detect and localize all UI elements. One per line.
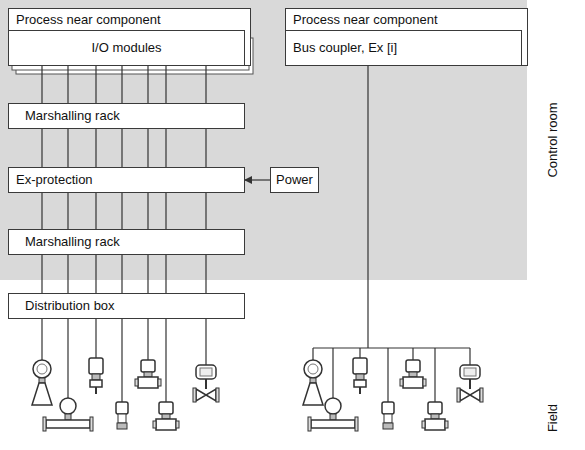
connector-line [95, 66, 96, 103]
connector-line [205, 255, 206, 293]
connector-line [121, 193, 122, 229]
drawing-part [387, 348, 388, 402]
connector-line [165, 66, 166, 103]
drawing-part [165, 319, 166, 402]
box-label: Distribution box [9, 298, 115, 314]
box-label: Bus coupler, Ex [i] [286, 40, 397, 56]
drawing-part [147, 319, 148, 360]
flowmeter [43, 398, 93, 431]
control-valve [457, 365, 483, 402]
process-box: Distribution box [8, 293, 245, 319]
flowmeter [308, 398, 358, 431]
drawing-part [367, 66, 368, 348]
connector-line [67, 129, 68, 167]
drawing-part [332, 348, 333, 398]
dp-transmitter [400, 360, 426, 388]
drawing-part [67, 319, 68, 398]
connector-line [165, 129, 166, 167]
process-box: Bus coupler, Ex [i] [285, 30, 522, 66]
drawing-part [313, 347, 470, 348]
process-box: Marshalling rack [8, 103, 245, 129]
connector-line [205, 129, 206, 167]
dp-transmitter [153, 402, 179, 430]
drawing-part [359, 348, 360, 358]
connector-line [205, 66, 206, 103]
connector-line [95, 193, 96, 229]
connector-line [147, 193, 148, 229]
drawing-part [469, 348, 470, 365]
connector-line [67, 255, 68, 293]
connector-line [67, 66, 68, 103]
connector-line [245, 179, 270, 180]
control-valve [193, 365, 219, 402]
connector-line [41, 255, 42, 293]
process-box: I/O modules [8, 30, 245, 66]
box-label: Process near component [286, 9, 527, 28]
radar-transmitter [303, 360, 323, 405]
pressure-transmitter [382, 402, 394, 429]
pressure-transmitter [116, 402, 128, 429]
connector-line [41, 193, 42, 229]
dp-transmitter [135, 360, 161, 388]
connector-line [147, 66, 148, 103]
process-box: Marshalling rack [8, 229, 245, 255]
component-box: Process near componentBus coupler, Ex [i… [285, 8, 528, 66]
box-label: Power [276, 172, 313, 188]
drawing-part [205, 319, 206, 365]
connector-line [95, 129, 96, 167]
drawing-part [434, 348, 435, 402]
drawing-part [41, 319, 42, 360]
level-probe [353, 358, 367, 394]
box-label: Marshalling rack [9, 108, 120, 124]
connector-line [95, 255, 96, 293]
connector-line [121, 66, 122, 103]
drawing-part [412, 348, 413, 360]
connector-line [121, 129, 122, 167]
connector-line [41, 66, 42, 103]
connector-line [147, 255, 148, 293]
area-label: Control room [545, 102, 560, 177]
box-label: Process near component [9, 9, 250, 28]
drawing-part [95, 319, 96, 358]
box-label: Marshalling rack [9, 234, 120, 250]
connector-line [41, 129, 42, 167]
connector-line [147, 129, 148, 167]
dp-transmitter [422, 402, 448, 430]
connector-line [121, 255, 122, 293]
drawing-part [121, 319, 122, 402]
drawing-part [312, 348, 313, 360]
connector-line [165, 255, 166, 293]
process-box: Ex-protection [8, 167, 245, 193]
radar-transmitter [32, 360, 52, 405]
area-label: Field [545, 404, 560, 432]
connector-line [205, 193, 206, 229]
box-label: Ex-protection [9, 172, 93, 188]
connector-line [165, 193, 166, 229]
control-room-area [0, 0, 527, 280]
connector-line [67, 193, 68, 229]
box-label: I/O modules [91, 40, 161, 56]
process-box: Power [270, 167, 319, 193]
component-box: Process near componentI/O modules [8, 8, 251, 66]
level-probe [89, 358, 103, 394]
